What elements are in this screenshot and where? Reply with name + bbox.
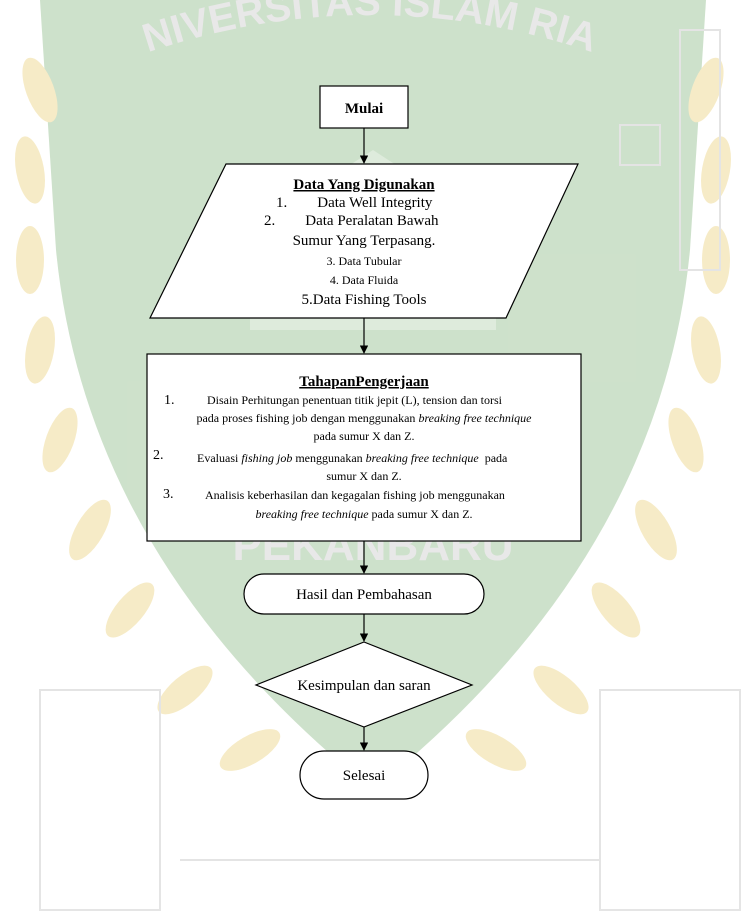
process-item-1-line-3: pada sumur X dan Z. — [314, 429, 415, 443]
data-line-2: 2. Data Peralatan Bawah — [264, 213, 439, 229]
data-line-5: 4. Data Fluida — [330, 273, 399, 287]
watermark-wreath-right — [465, 57, 731, 771]
process-item-2-line-2: sumur X dan Z. — [326, 469, 401, 483]
data-input-node — [149, 163, 579, 319]
data-line-3: Sumur Yang Terpasang. — [293, 233, 436, 249]
process-item-1-line-1: Disain Perhitungan penentuan titik jepit… — [207, 393, 503, 407]
watermark-wreath-left — [15, 57, 281, 771]
start-label: Mulai — [345, 101, 383, 117]
process-item-1-line-2: pada proses fishing job dengan menggunak… — [196, 411, 532, 425]
process-item-1-number: 1. — [164, 393, 175, 408]
process-item-3-line-1: Analisis keberhasilan dan kegagalan fish… — [205, 488, 505, 502]
end-node — [299, 750, 429, 800]
data-line-6: 5.Data Fishing Tools — [302, 292, 427, 308]
data-line-4: 3. Data Tubular — [327, 254, 402, 268]
process-node — [146, 353, 582, 542]
process-item-2-number: 2. — [153, 448, 164, 463]
process-heading: TahapanPengerjaan — [299, 374, 429, 390]
process-item-2-line-1: Evaluasi fishing job menggunakan breakin… — [197, 451, 508, 465]
start-node — [319, 85, 409, 129]
process-item-3-line-2: breaking free technique pada sumur X dan… — [255, 507, 472, 521]
end-label: Selesai — [343, 768, 386, 784]
process-item-3-number: 3. — [163, 487, 174, 502]
data-line-1: 1. Data Well Integrity — [276, 195, 433, 211]
decision-label: Kesimpulan dan saran — [297, 678, 431, 694]
watermark-circuit — [39, 29, 741, 911]
data-heading: Data Yang Digunakan — [293, 177, 435, 193]
result-label: Hasil dan Pembahasan — [296, 587, 432, 603]
